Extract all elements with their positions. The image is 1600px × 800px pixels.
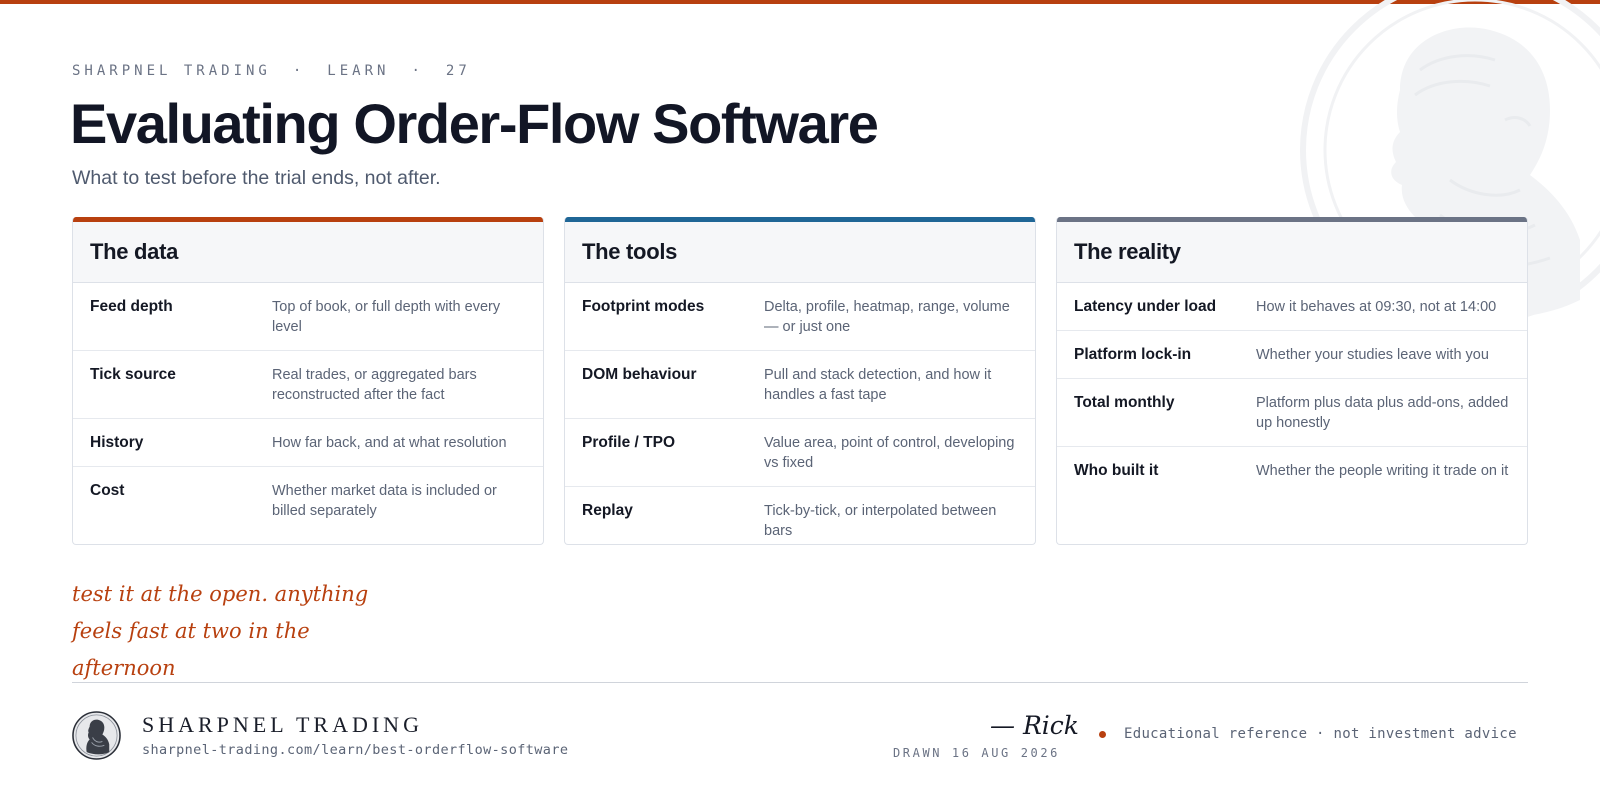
row-value: Whether market data is included or bille… xyxy=(272,483,497,519)
disclaimer: Educational reference · not investment a… xyxy=(1124,726,1517,742)
table-row: DOM behaviour Pull and stack detection, … xyxy=(565,351,1035,419)
page-title: Evaluating Order-Flow Software xyxy=(70,92,879,155)
row-label: Cost xyxy=(90,482,125,499)
eyebrow-separator: · xyxy=(411,63,424,79)
card-the-reality: The reality Latency under load How it be… xyxy=(1056,217,1528,545)
eyebrow-brand: SHARPNEL TRADING xyxy=(72,63,271,79)
row-label: DOM behaviour xyxy=(582,366,697,383)
eyebrow-number: 27 xyxy=(445,63,471,79)
card-the-tools: The tools Footprint modes Delta, profile… xyxy=(564,217,1036,545)
row-value: Whether your studies leave with you xyxy=(1256,347,1489,363)
drawn-date: DRAWN 16 AUG 2026 xyxy=(892,746,1060,760)
card-title: The tools xyxy=(565,222,1035,283)
disclaimer-bullet xyxy=(1099,731,1106,738)
table-row: Feed depth Top of book, or full depth wi… xyxy=(73,283,543,351)
table-row: Replay Tick-by-tick, or interpolated bet… xyxy=(565,487,1035,544)
row-value: How it behaves at 09:30, not at 14:00 xyxy=(1256,299,1497,315)
row-label: History xyxy=(90,434,144,451)
card-accent-bar xyxy=(565,217,1035,222)
row-value: Real trades, or aggregated bars reconstr… xyxy=(272,367,477,403)
table-row: Cost Whether market data is included or … xyxy=(73,467,543,534)
row-label: Tick source xyxy=(90,366,176,383)
eyebrow: SHARPNEL TRADING · LEARN · 27 xyxy=(72,62,471,80)
row-value: Platform plus data plus add-ons, added u… xyxy=(1256,395,1509,431)
bust-logo-icon xyxy=(72,711,121,760)
top-accent-rule xyxy=(0,0,1600,4)
table-row: Platform lock-in Whether your studies le… xyxy=(1057,331,1527,379)
row-value: Value area, point of control, developing… xyxy=(764,435,1015,471)
table-row: History How far back, and at what resolu… xyxy=(73,419,543,467)
table-row: Total monthly Platform plus data plus ad… xyxy=(1057,379,1527,447)
row-label: Feed depth xyxy=(90,298,173,315)
handwritten-note: test it at the open. anything feels fast… xyxy=(72,582,369,680)
row-label: Latency under load xyxy=(1074,298,1217,315)
row-value: Delta, profile, heatmap, range, volume —… xyxy=(764,299,1010,335)
table-row: Profile / TPO Value area, point of contr… xyxy=(565,419,1035,487)
row-label: Who built it xyxy=(1074,462,1159,479)
card-accent-bar xyxy=(1057,217,1527,222)
eyebrow-section: LEARN xyxy=(327,63,390,79)
row-label: Footprint modes xyxy=(582,298,705,315)
row-value: Pull and stack detection, and how it han… xyxy=(764,367,992,403)
row-label: Total monthly xyxy=(1074,394,1175,411)
row-label: Platform lock-in xyxy=(1074,346,1192,363)
table-row: Footprint modes Delta, profile, heatmap,… xyxy=(565,283,1035,351)
page-subtitle: What to test before the trial ends, not … xyxy=(72,167,441,189)
table-row: Latency under load How it behaves at 09:… xyxy=(1057,283,1527,331)
row-value: How far back, and at what resolution xyxy=(272,435,507,451)
row-label: Replay xyxy=(582,502,633,519)
card-the-data: The data Feed depth Top of book, or full… xyxy=(72,217,544,545)
row-value: Whether the people writing it trade on i… xyxy=(1256,463,1509,479)
eyebrow-separator: · xyxy=(292,63,306,79)
author-signature: — Rick xyxy=(990,711,1079,740)
footer-divider xyxy=(72,682,1528,683)
card-title: The reality xyxy=(1057,222,1527,283)
footer-brand: SHARPNEL TRADING xyxy=(142,712,423,737)
row-value: Tick-by-tick, or interpolated between ba… xyxy=(764,503,997,539)
card-title: The data xyxy=(73,222,543,283)
footer-url[interactable]: sharpnel-trading.com/learn/best-orderflo… xyxy=(142,742,569,758)
card-accent-bar xyxy=(73,217,543,222)
row-value: Top of book, or full depth with every le… xyxy=(272,299,501,335)
table-row: Who built it Whether the people writing … xyxy=(1057,447,1527,494)
table-row: Tick source Real trades, or aggregated b… xyxy=(73,351,543,419)
row-label: Profile / TPO xyxy=(582,434,676,451)
